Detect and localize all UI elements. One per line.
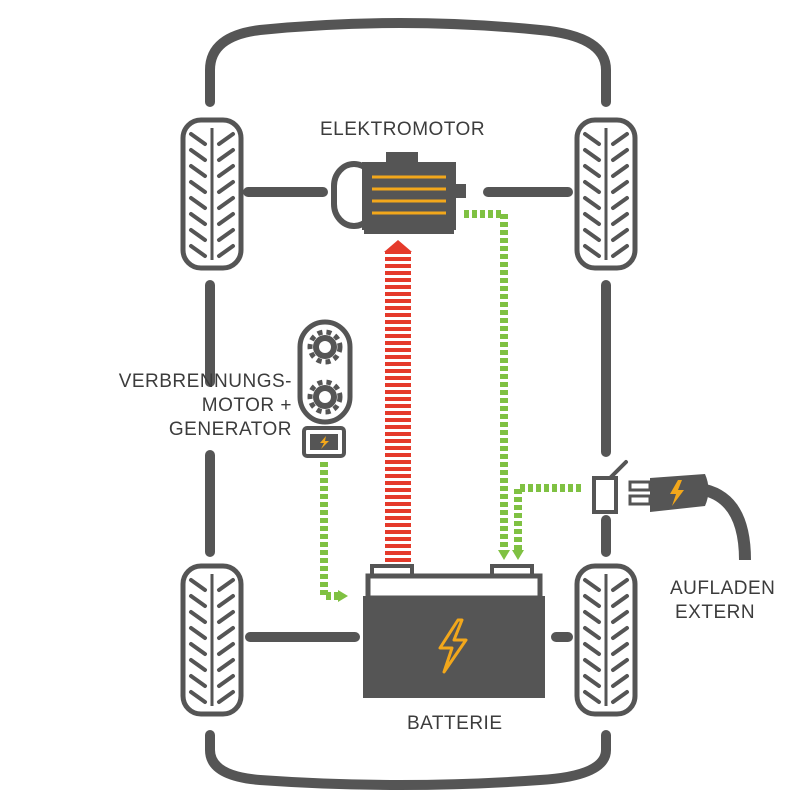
tire-icon-rear-left: [183, 566, 241, 714]
electric-motor-label: ELEKTROMOTOR: [320, 119, 486, 140]
power-flow-to-motor: [384, 240, 412, 562]
engine-label-line1: VERBRENNUNGS-: [118, 371, 292, 392]
battery-icon: [363, 564, 545, 698]
combustion-engine-generator-icon: [297, 319, 353, 458]
tire-icon-front-left: [183, 120, 241, 268]
engine-label-line3: GENERATOR: [168, 419, 292, 440]
external-charging-label-line1: AUFLADEN: [670, 578, 776, 599]
tire-icon-front-right: [577, 120, 635, 268]
external-charging-label-line2: EXTERN: [675, 602, 756, 623]
charge-flow-lines: [320, 210, 581, 600]
engine-label-line2: MOTOR +: [201, 395, 292, 416]
tire-icon-rear-right: [577, 566, 635, 714]
vehicle-frame: [205, 18, 611, 790]
electric-motor-icon: [331, 152, 466, 234]
charge-flow-arrowheads: [338, 550, 524, 602]
charging-plug-icon: [592, 460, 751, 561]
battery-label: BATTERIE: [407, 713, 503, 734]
